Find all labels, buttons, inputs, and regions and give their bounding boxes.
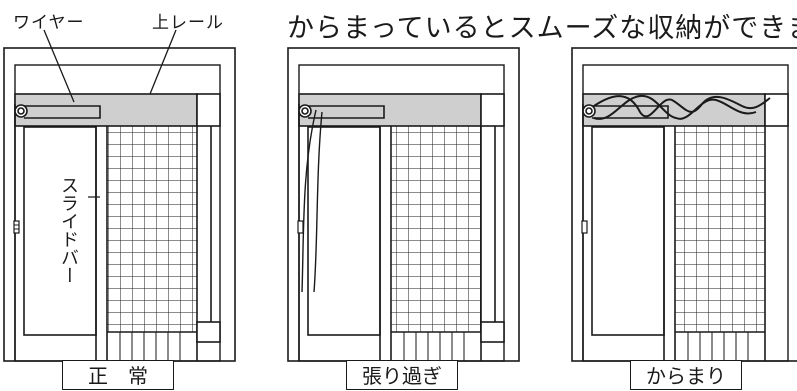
pulley-icon [582, 104, 596, 118]
headline: からまっているとスムーズな収納ができま [287, 13, 797, 44]
slide-bar [307, 126, 381, 336]
panel-normal [3, 29, 236, 362]
pulley-icon [14, 104, 28, 118]
bottom-corner [480, 321, 505, 343]
wire-label: ワイヤー [13, 13, 85, 33]
top-rail-label: 上レール [152, 13, 224, 33]
screen-mesh [390, 125, 482, 333]
panel-overtight [287, 47, 520, 362]
rail-end-cap [196, 93, 221, 127]
pulley-hub [17, 107, 25, 115]
rail-leader [149, 29, 177, 95]
slide-bar-label: スライドバー [48, 176, 88, 284]
wire-leader [43, 29, 75, 103]
wire-tangled [593, 95, 771, 118]
panel-tangled [571, 47, 797, 362]
top-rail [14, 93, 198, 127]
rail-end-cap [480, 93, 505, 127]
handle-icon [297, 220, 304, 234]
screen-mesh [674, 125, 766, 333]
screen-mesh [106, 125, 198, 333]
bar-top [308, 105, 385, 119]
pulley-icon [298, 104, 312, 118]
handle-icon [13, 220, 20, 234]
handle-icon [581, 220, 588, 234]
pulley-hub [585, 107, 593, 115]
wire-bowed [301, 109, 317, 293]
bar-top [592, 105, 669, 119]
caption-overtight: 張り過ぎ [346, 360, 458, 390]
wire-tangled [593, 94, 757, 120]
bar-top [24, 105, 101, 119]
rail-end-cap [764, 93, 789, 127]
bottom-corner [196, 321, 221, 343]
caption-tangled: からまり [630, 360, 742, 390]
top-rail [298, 93, 482, 127]
slide-bar [591, 126, 665, 336]
wire-bowed [313, 111, 323, 293]
caption-normal: 正 常 [62, 360, 174, 390]
pulley-hub [301, 107, 309, 115]
